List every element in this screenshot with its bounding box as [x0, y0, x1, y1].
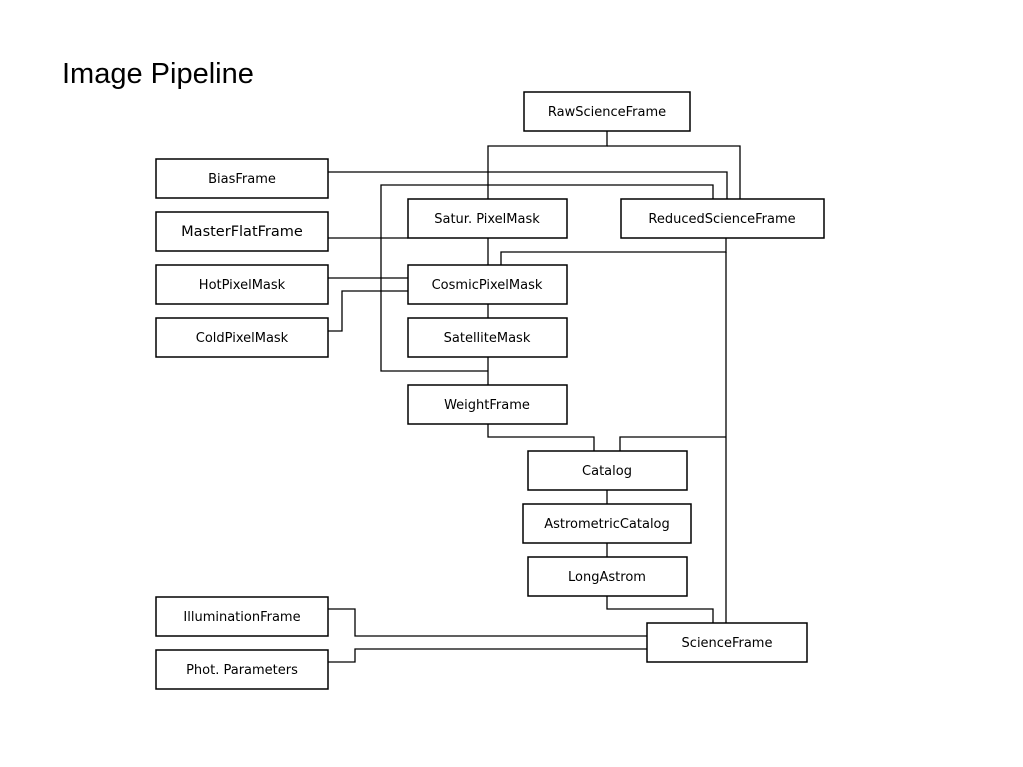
node-raw-science-frame: RawScienceFrame — [523, 91, 691, 132]
svg-text:BiasFrame: BiasFrame — [208, 172, 276, 187]
connector-weight-to-catalog — [487, 424, 595, 451]
node-long-astrom: LongAstrom — [527, 556, 688, 597]
node-master-flat-frame: MasterFlatFrame — [155, 211, 329, 252]
connector-trunk-to-catalog — [619, 436, 726, 451]
connector-phot-parameters — [328, 648, 647, 663]
node-catalog: Catalog — [527, 450, 688, 491]
svg-text:ScienceFrame: ScienceFrame — [682, 636, 773, 651]
node-cosmic-pixel-mask: CosmicPixelMask — [407, 264, 568, 305]
node-satur-pixel-mask: Satur. PixelMask — [407, 198, 568, 239]
node-weight-frame: WeightFrame — [407, 384, 568, 425]
connector-raw-to-reduced — [607, 145, 741, 199]
connector-illumination — [328, 608, 647, 637]
svg-text:HotPixelMask: HotPixelMask — [199, 278, 286, 293]
svg-text:WeightFrame: WeightFrame — [444, 398, 530, 413]
svg-text:ColdPixelMask: ColdPixelMask — [196, 331, 289, 346]
svg-text:Satur. PixelMask: Satur. PixelMask — [434, 212, 540, 227]
node-astrometric-catalog: AstrometricCatalog — [522, 503, 692, 544]
svg-text:ReducedScienceFrame: ReducedScienceFrame — [648, 212, 795, 227]
page-title: Image Pipeline — [62, 58, 254, 90]
connector-raw-to-satur — [487, 131, 608, 199]
connectors — [328, 131, 741, 663]
svg-text:IlluminationFrame: IlluminationFrame — [183, 610, 300, 625]
node-illumination-frame: IlluminationFrame — [155, 596, 329, 637]
connector-coldpixel — [328, 290, 408, 332]
svg-text:MasterFlatFrame: MasterFlatFrame — [181, 224, 303, 240]
node-satellite-mask: SatelliteMask — [407, 317, 568, 358]
connector-reduced-to-cosmic — [500, 238, 727, 265]
svg-text:RawScienceFrame: RawScienceFrame — [548, 105, 666, 120]
node-hot-pixel-mask: HotPixelMask — [155, 264, 329, 305]
svg-text:Phot. Parameters: Phot. Parameters — [186, 663, 298, 678]
svg-text:LongAstrom: LongAstrom — [568, 570, 646, 585]
connector-calibration-bus — [380, 184, 714, 372]
node-phot-parameters: Phot. Parameters — [155, 649, 329, 690]
node-bias-frame: BiasFrame — [155, 158, 329, 199]
node-science-frame: ScienceFrame — [646, 622, 808, 663]
svg-text:AstrometricCatalog: AstrometricCatalog — [544, 517, 670, 532]
svg-text:CosmicPixelMask: CosmicPixelMask — [432, 278, 543, 293]
svg-text:Catalog: Catalog — [582, 464, 632, 479]
node-cold-pixel-mask: ColdPixelMask — [155, 317, 329, 358]
connector-longastrom-to-science — [606, 596, 714, 623]
connector-bias-to-reduced — [328, 171, 728, 199]
node-reduced-science-frame: ReducedScienceFrame — [620, 198, 825, 239]
svg-text:SatelliteMask: SatelliteMask — [444, 331, 531, 346]
